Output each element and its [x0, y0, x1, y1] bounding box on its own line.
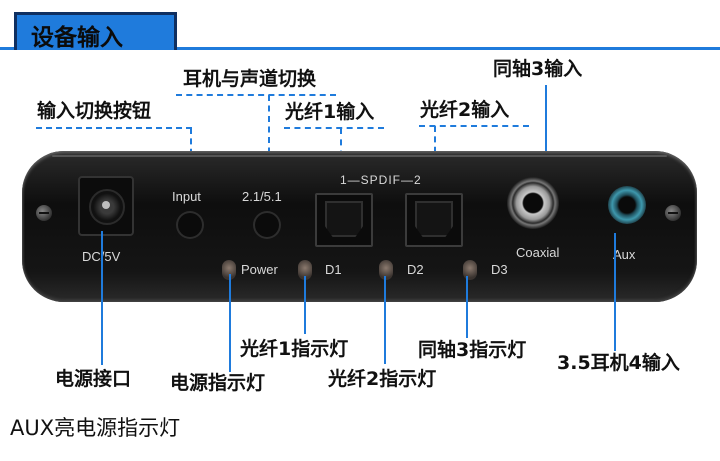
callout-power-led: 电源指示灯	[170, 372, 266, 394]
underline-optical2-in	[419, 125, 529, 127]
optical-port-2	[405, 193, 463, 247]
leader-dc-power	[101, 231, 103, 365]
callout-aux4-in: 3.5耳机4输入	[557, 352, 680, 374]
underline-headphone-switch	[176, 94, 336, 96]
callout-headphone-switch: 耳机与声道切换	[183, 68, 317, 90]
leader-optical1-led	[304, 276, 306, 334]
leader-power-led	[229, 274, 231, 372]
callout-coax3-in: 同轴3输入	[493, 58, 583, 80]
callout-dc-power: 电源接口	[55, 368, 132, 390]
leader-coax3-led	[466, 276, 468, 338]
input-label: Input	[172, 189, 201, 204]
callout-optical1-led: 光纤1指示灯	[240, 338, 349, 360]
callout-input-switch: 输入切换按钮	[37, 100, 152, 122]
section-header: 设备输入	[0, 0, 720, 60]
power-label: Power	[241, 262, 278, 277]
header-rule	[0, 47, 720, 50]
mode-switch-button[interactable]	[255, 213, 279, 237]
callout-optical1-in: 光纤1输入	[285, 101, 375, 123]
header-tab: 设备输入	[14, 12, 177, 51]
d3-label: D3	[491, 262, 508, 277]
underline-input-switch	[36, 127, 192, 129]
leader-optical2-led	[384, 276, 386, 364]
power-led	[222, 260, 236, 280]
header-title: 设备输入	[31, 25, 123, 51]
d3-led	[463, 260, 477, 280]
aux-label: Aux	[613, 247, 636, 262]
d1-label: D1	[325, 262, 342, 277]
footer-note: AUX亮电源指示灯	[10, 416, 181, 440]
callout-optical2-led: 光纤2指示灯	[328, 368, 437, 390]
screw-right	[665, 205, 681, 221]
input-switch-button[interactable]	[178, 213, 202, 237]
aux-port	[608, 186, 646, 224]
optical-port-1	[315, 193, 373, 247]
screw-left	[36, 205, 52, 221]
dc-power-jack	[78, 176, 134, 236]
coax-label: Coaxial	[516, 245, 560, 260]
leader-headphone-switch	[268, 95, 270, 185]
leader-optical1-in	[340, 128, 342, 168]
callout-optical2-in: 光纤2输入	[420, 99, 510, 121]
d1-led	[298, 260, 312, 280]
underline-optical1-in	[284, 127, 384, 129]
device-front-panel: DC/5V Input 2.1/5.1 1—SPDIF—2 Coaxial Au…	[22, 151, 697, 302]
d2-label: D2	[407, 262, 424, 277]
coaxial-port	[507, 177, 559, 229]
leader-aux4-in	[614, 233, 616, 351]
leader-coax3-in	[545, 85, 547, 181]
callout-coax3-led: 同轴3指示灯	[418, 339, 527, 361]
spdif-label: 1—SPDIF—2	[340, 173, 422, 187]
d2-led	[379, 260, 393, 280]
mode-label: 2.1/5.1	[242, 189, 282, 204]
